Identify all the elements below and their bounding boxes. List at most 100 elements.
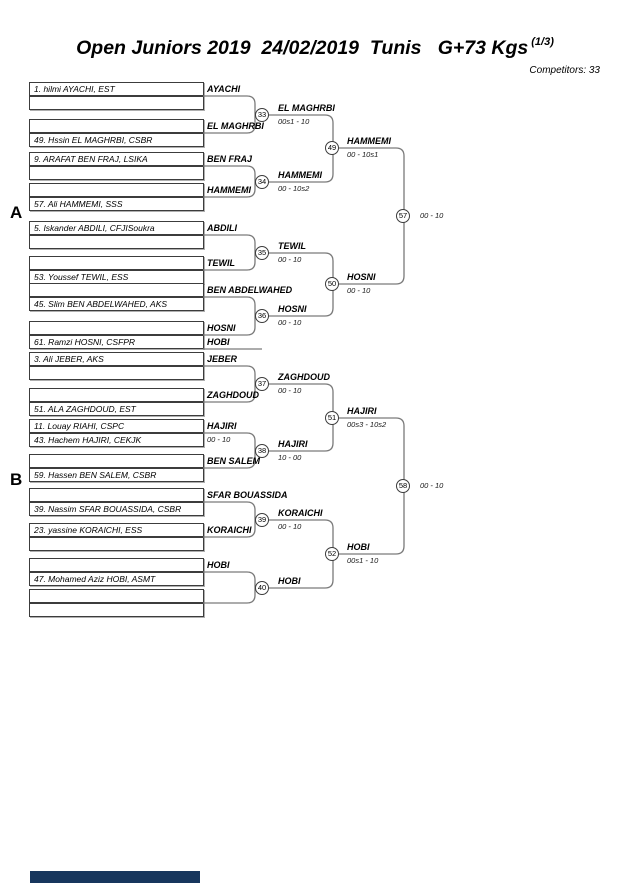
page-title-text: Open Juniors 2019 24/02/2019 Tunis G+73 … bbox=[76, 37, 529, 59]
connector-m35-top bbox=[203, 234, 256, 253]
entry-box: 51. ALA ZAGHDOUD, EST bbox=[29, 402, 204, 416]
round1-winner-label: SFAR BOUASSIDA bbox=[207, 490, 288, 500]
entry-box: 49. Hssin EL MAGHRBI, CSBR bbox=[29, 133, 204, 147]
match-winner-label: HOBI bbox=[347, 542, 370, 552]
repechage-label: HOBI bbox=[207, 337, 230, 347]
round1-winner-label: AYACHI bbox=[207, 84, 241, 94]
match-number-circle: 33 bbox=[255, 108, 269, 122]
match-winner-label: HAMMEMI bbox=[278, 170, 322, 180]
selected-empty-box[interactable] bbox=[30, 871, 200, 883]
round1-winner-label: EL MAGHRBI bbox=[207, 121, 264, 131]
entry-box: 61. Ramzi HOSNI, CSFPR bbox=[29, 335, 204, 349]
match-score: 10 - 00 bbox=[278, 453, 302, 462]
round1-winner-label: HOSNI bbox=[207, 323, 236, 333]
connector-m34-top bbox=[203, 165, 256, 182]
match-winner-label: HAMMEMI bbox=[347, 136, 391, 146]
round1-winner-label: HOBI bbox=[207, 560, 230, 570]
match-score: 00 - 10s2 bbox=[278, 184, 310, 193]
match-winner-label: ZAGHDOUD bbox=[278, 372, 330, 382]
match-score: 00 - 10 bbox=[347, 286, 371, 295]
match-winner-label: HOSNI bbox=[278, 304, 307, 314]
match-number-circle: 50 bbox=[325, 277, 339, 291]
entry-box-empty bbox=[29, 96, 204, 110]
connector-m37-top bbox=[203, 365, 256, 384]
round1-winner-label: BEN ABDELWAHED bbox=[207, 285, 293, 295]
entry-box-empty bbox=[29, 488, 204, 502]
round1-winner-label: ABDILI bbox=[207, 223, 237, 233]
match-score: 00 - 10 bbox=[278, 318, 302, 327]
entry-box: 3. Ali JEBER, AKS bbox=[29, 352, 204, 366]
round1-winner-label: BEN SALEM bbox=[207, 456, 261, 466]
pool-b-label: B bbox=[10, 470, 23, 489]
round1-winner-label: JEBER bbox=[207, 354, 238, 364]
entry-box: 53. Youssef TEWIL, ESS bbox=[29, 270, 204, 284]
match-number-circle: 39 bbox=[255, 513, 269, 527]
entry-box-empty bbox=[29, 558, 204, 572]
entry-box: 11. Louay RIAHI, CSPC bbox=[29, 419, 204, 433]
match-number-circle: 52 bbox=[325, 547, 339, 561]
entry-box: 43. Hachem HAJIRI, CEKJK bbox=[29, 433, 204, 447]
page-number: (1/3) bbox=[531, 36, 554, 48]
entry-box-empty bbox=[29, 256, 204, 270]
match-number-circle: 58 bbox=[396, 479, 410, 493]
match-winner-label: EL MAGHRBI bbox=[278, 103, 335, 113]
match-number-circle: 34 bbox=[255, 175, 269, 189]
connector-m36-top bbox=[203, 296, 256, 316]
match-number-circle: 40 bbox=[255, 581, 269, 595]
entry-box-empty bbox=[29, 283, 204, 297]
match-number-circle: 51 bbox=[325, 411, 339, 425]
page-title: Open Juniors 2019 24/02/2019 Tunis G+73 … bbox=[0, 36, 630, 60]
round1-winner-label: ZAGHDOUD bbox=[207, 390, 259, 400]
match-score: 00s3 - 10s2 bbox=[347, 420, 387, 429]
entry-box-empty bbox=[29, 166, 204, 180]
entry-box-empty bbox=[29, 235, 204, 249]
entry-box: 57. Ali HAMMEMI, SSS bbox=[29, 197, 204, 211]
pool-a-label: A bbox=[10, 203, 23, 222]
match-score: 00s1 - 10 bbox=[347, 556, 379, 565]
entry-box-empty bbox=[29, 454, 204, 468]
match-winner-label: HAJIRI bbox=[347, 406, 377, 416]
entry-box: 47. Mohamed Aziz HOBI, ASMT bbox=[29, 572, 204, 586]
connector-m39-top bbox=[203, 501, 256, 520]
entry-box: 9. ARAFAT BEN FRAJ, LSIKA bbox=[29, 152, 204, 166]
competitors-count: Competitors: 33 bbox=[529, 65, 600, 76]
round1-winner-label: BEN FRAJ bbox=[207, 154, 253, 164]
match-winner-label: HOSNI bbox=[347, 272, 376, 282]
connector-m33-top bbox=[203, 95, 256, 115]
entry-box-empty bbox=[29, 589, 204, 603]
match-number-circle: 38 bbox=[255, 444, 269, 458]
entry-box: 45. Slim BEN ABDELWAHED, AKS bbox=[29, 297, 204, 311]
match-score: 00 - 10 bbox=[278, 522, 302, 531]
match-winner-label: KORAICHI bbox=[278, 508, 323, 518]
match-number-circle: 36 bbox=[255, 309, 269, 323]
entry-box: 39. Nassim SFAR BOUASSIDA, CSBR bbox=[29, 502, 204, 516]
match-score: 00 - 10 bbox=[278, 255, 302, 264]
entry-box: 59. Hassen BEN SALEM, CSBR bbox=[29, 468, 204, 482]
match-score: 00 - 10 bbox=[420, 211, 444, 220]
entry-box-empty bbox=[29, 603, 204, 617]
match-winner-label: HAJIRI bbox=[278, 439, 308, 449]
match-score: 00 - 10s1 bbox=[347, 150, 379, 159]
entry-box-empty bbox=[29, 183, 204, 197]
entry-box-empty bbox=[29, 537, 204, 551]
connector-m40-top bbox=[203, 571, 256, 588]
round1-winner-label: HAJIRI bbox=[207, 421, 237, 431]
match-number-circle: 35 bbox=[255, 246, 269, 260]
entry-box: 23. yassine KORAICHI, ESS bbox=[29, 523, 204, 537]
match-number-circle: 37 bbox=[255, 377, 269, 391]
round1-winner-label: KORAICHI bbox=[207, 525, 252, 535]
entry-box: 1. hilmi AYACHI, EST bbox=[29, 82, 204, 96]
match-winner-label: TEWIL bbox=[278, 241, 306, 251]
entry-box-empty bbox=[29, 366, 204, 380]
match-number-circle: 57 bbox=[396, 209, 410, 223]
round1-winner-label: HAMMEMI bbox=[207, 185, 251, 195]
round1-winner-label: TEWIL bbox=[207, 258, 235, 268]
entry-box-empty bbox=[29, 119, 204, 133]
match-score: 00 - 10 bbox=[420, 481, 444, 490]
match-score: 00 - 10 bbox=[278, 386, 302, 395]
match-number-circle: 49 bbox=[325, 141, 339, 155]
round1-match-score: 00 - 10 bbox=[207, 435, 231, 444]
entry-box-empty bbox=[29, 388, 204, 402]
match-score: 00s1 - 10 bbox=[278, 117, 310, 126]
